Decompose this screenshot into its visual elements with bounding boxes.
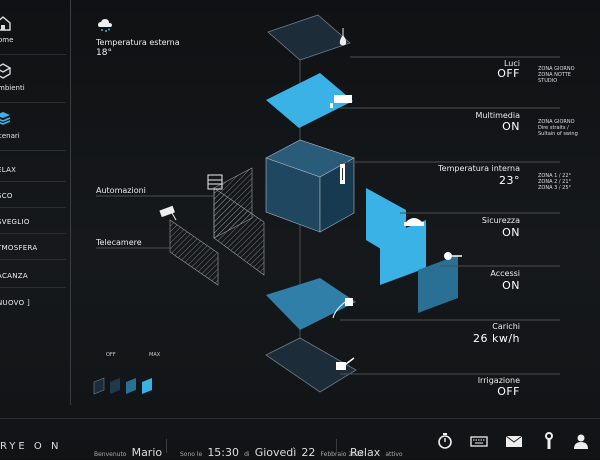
accessi-value[interactable]: ON [502,279,520,292]
time-prefix: Sono le [180,451,203,458]
sidebar-item-label: mbienti [0,84,25,92]
sidebar-item-label: cenari [0,132,20,140]
mode-name: Relax [350,446,381,459]
datetime: Sono le 15:30 di Giovedì 22 Febbraio 201… [180,441,364,460]
weather-icon [98,19,112,32]
day-prefix: di [244,451,250,458]
legend-max-label: MAX [149,352,161,358]
weather-value: 18° [96,48,112,58]
tile-irrigazione [265,337,357,393]
camera-icon [159,205,177,221]
scenario-nuovo[interactable]: NUOVO ] [0,299,30,307]
weather-label: Temperatura esterna [96,38,180,47]
scenes-icon [0,112,11,125]
divider [0,287,66,288]
multimedia-label: Multimedia [475,111,520,120]
footer-bar: RYE O N Benvenuto Mario Sono le 15:30 di… [0,418,600,460]
zone-line: ZONA NOTTE [538,72,571,78]
timer-icon[interactable] [436,432,454,450]
weekday: Giovedì [254,446,297,459]
temperatura-value[interactable]: 23° [499,174,520,187]
divider [166,439,167,453]
zone-line: ZONA 1 / 22° [538,173,572,179]
intensity-legend [93,377,152,395]
welcome-label: Benvenuto [94,451,127,458]
scenario-risveglio[interactable]: SVEGLIO [0,218,30,226]
irrigazione-label: Irrigazione [477,376,520,385]
sidebar: ome mbienti cenari ELAX SCO SVEGLIO TMOS… [0,0,71,405]
divider [0,207,66,208]
accessi-label: Accessi [490,269,520,278]
panel-automazioni-b [213,187,265,276]
sicurezza-label: Sicurezza [481,216,520,225]
legend-off-label: OFF [106,352,116,358]
irrigazione-value[interactable]: OFF [497,385,520,398]
divider [0,181,66,182]
divider [0,259,66,260]
zone-line: ZONA 2 / 21° [538,179,572,185]
keyboard-icon[interactable] [470,432,488,450]
carichi-value[interactable]: 26 kw/h [472,332,520,345]
luci-label: Luci [503,59,520,68]
home-icon [0,16,11,31]
wrench-icon[interactable] [540,432,558,450]
divider [0,233,66,234]
alarm-siren-icon [404,218,424,226]
zone-line: Dire straits / [538,125,569,131]
divider [0,150,66,151]
month-year: Febbraio 2018 [320,451,364,458]
carichi-label: Carichi [492,322,520,331]
zone-line: ZONA GIORNO [538,66,575,72]
bulb-icon [339,28,347,46]
mail-icon[interactable] [505,432,523,450]
welcome-text: Benvenuto Mario [94,441,162,460]
active-mode[interactable]: Relax attivo [350,441,403,460]
temperatura-zones: ZONA 1 / 22° ZONA 2 / 21° ZONA 3 / 25° [538,173,571,191]
sidebar-item-label: ome [0,36,14,44]
tile-luci [267,14,351,61]
zone-line: ZONA GIORNO [538,119,575,125]
sidebar-item-home[interactable]: ome [0,14,66,50]
rooms-icon [0,63,12,79]
plug-icon [332,298,353,319]
multimedia-value[interactable]: ON [502,120,520,133]
panel-accessi [418,255,458,313]
temperatura-label: Temperatura interna [438,164,520,173]
day-number: 22 [301,446,316,459]
scenario-atmosfera[interactable]: TMOSFERA [0,244,38,252]
divider [0,102,66,103]
sidebar-item-ambienti[interactable]: mbienti [0,62,66,98]
divider [0,54,66,55]
user-icon[interactable] [572,432,590,450]
zone-line: Sultain of swing [538,131,578,137]
gate-icon [207,174,223,190]
scenario-esco[interactable]: SCO [0,192,13,200]
sidebar-item-scenari[interactable]: cenari [0,110,66,146]
user-name[interactable]: Mario [131,446,163,459]
sicurezza-value[interactable]: ON [502,226,520,239]
zone-line: STUDIO [538,78,558,84]
zone-line: ZONA 3 / 25° [538,185,572,191]
thermostat-icon [340,164,345,184]
automazioni-label[interactable]: Automazioni [96,186,146,195]
luci-zones: ZONA GIORNO ZONA NOTTE STUDIO [538,66,575,84]
clock-time: 15:30 [207,446,240,459]
tile-multimedia [266,73,353,128]
mode-status: attivo [385,451,403,458]
tile-carichi [266,278,356,330]
divider [336,439,337,453]
scenario-vacanza[interactable]: ACANZA [0,272,28,280]
multimedia-zones: ZONA GIORNO Dire straits / Sultain of sw… [538,119,578,137]
brand-logo: RYE O N [0,441,62,452]
tv-icon [330,95,352,108]
scenario-relax[interactable]: ELAX [0,166,17,174]
key-icon [444,252,462,260]
telecamere-label[interactable]: Telecamere [96,238,142,247]
panel-sicurezza-b [380,220,426,285]
panel-telecamere [169,219,219,286]
watering-can-icon [336,357,355,370]
luci-value[interactable]: OFF [497,67,520,80]
